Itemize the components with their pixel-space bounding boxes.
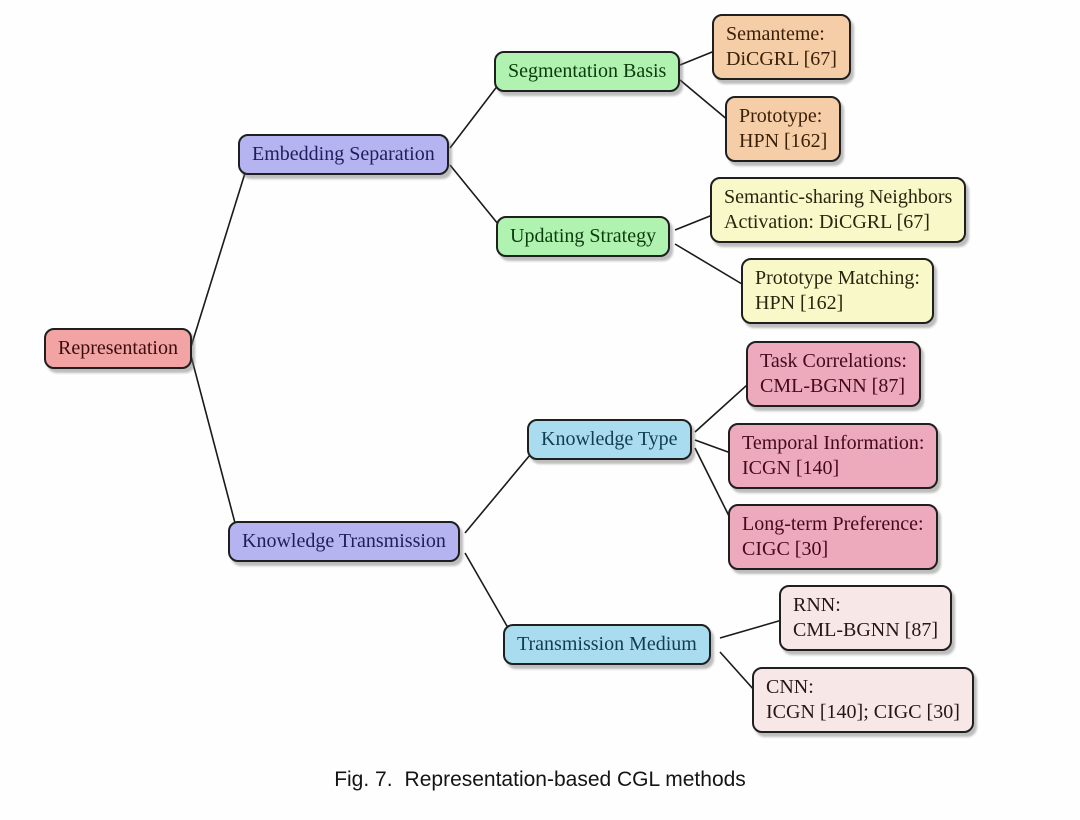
node-label-line1: Temporal Information: (742, 432, 925, 454)
tree-edge (189, 351, 241, 543)
node-knowledge-type: Knowledge Type (527, 419, 692, 460)
node-label-line2: HPN [162] (739, 130, 828, 152)
node-semantic-sharing-neighbors: Semantic-sharing Neighbors Activation: D… (710, 177, 967, 243)
node-label: Updating Strategy (510, 225, 657, 247)
node-knowledge-transmission: Knowledge Transmission (228, 521, 460, 562)
node-label-line1: Prototype Matching: (755, 267, 920, 289)
node-label-line1: Semantic-sharing Neighbors (724, 186, 953, 208)
node-prototype-matching: Prototype Matching: HPN [162] (741, 258, 934, 324)
node-label-line1: CNN: (766, 676, 814, 698)
node-label-line2: ICGN [140] (742, 457, 840, 479)
figure-caption: Fig. 7. Representation-based CGL methods (0, 768, 1080, 792)
node-updating-strategy: Updating Strategy (496, 216, 671, 257)
node-label-line1: Long-term Preference: (742, 513, 924, 535)
node-label-line1: RNN: (793, 594, 841, 616)
node-label-line1: Semanteme: (726, 23, 825, 45)
tree-edge (189, 156, 251, 351)
node-label: Embedding Separation (252, 143, 435, 165)
node-label: Knowledge Type (541, 428, 678, 450)
node-label-line2: CML-BGNN [87] (793, 619, 938, 641)
node-label: Representation (58, 337, 178, 359)
node-transmission-medium: Transmission Medium (503, 624, 711, 665)
node-label-line2: ICGN [140]; CIGC [30] (766, 701, 960, 723)
node-embedding-separation: Embedding Separation (238, 134, 449, 175)
node-segmentation-basis: Segmentation Basis (494, 51, 681, 92)
node-label: Segmentation Basis (508, 60, 667, 82)
node-semanteme: Semanteme: DiCGRL [67] (712, 14, 851, 80)
node-label-line2: Activation: DiCGRL [67] (724, 211, 930, 233)
node-label-line2: CML-BGNN [87] (760, 375, 905, 397)
figure-caption-text: Representation-based CGL methods (404, 768, 746, 791)
node-temporal-information: Temporal Information: ICGN [140] (728, 423, 939, 489)
tree-edge (464, 442, 541, 534)
node-prototype: Prototype: HPN [162] (725, 96, 842, 162)
node-label-line2: HPN [162] (755, 292, 844, 314)
node-label-line2: CIGC [30] (742, 538, 829, 560)
node-task-correlations: Task Correlations: CML-BGNN [87] (746, 341, 921, 407)
node-label-line2: DiCGRL [67] (726, 48, 837, 70)
figure-caption-number: Fig. 7. (334, 768, 393, 791)
node-long-term-preference: Long-term Preference: CIGC [30] (728, 504, 938, 570)
node-label-line1: Prototype: (739, 105, 823, 127)
tree-edge (674, 243, 753, 291)
node-label-line1: Task Correlations: (760, 350, 907, 372)
node-rnn: RNN: CML-BGNN [87] (779, 585, 952, 651)
node-label: Knowledge Transmission (242, 530, 446, 552)
node-cnn: CNN: ICGN [140]; CIGC [30] (752, 667, 974, 733)
node-label: Transmission Medium (517, 633, 697, 655)
node-representation: Representation (44, 328, 192, 369)
tree-edge (719, 617, 790, 639)
